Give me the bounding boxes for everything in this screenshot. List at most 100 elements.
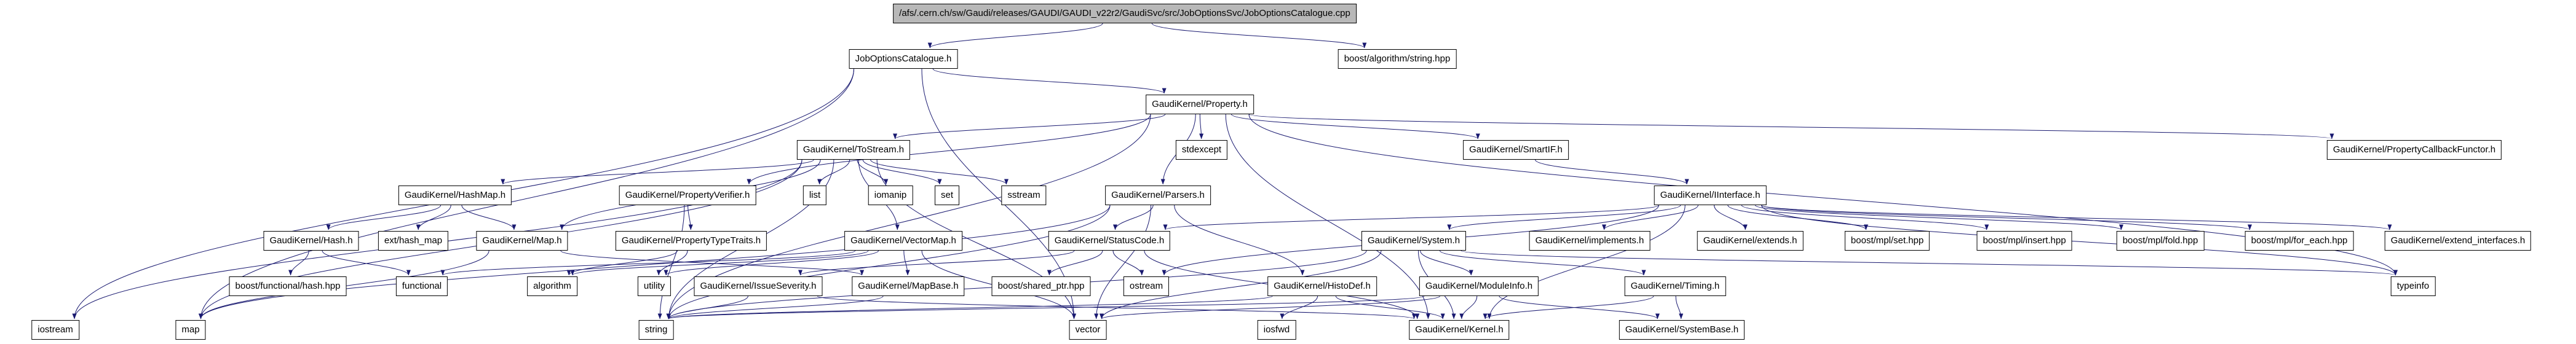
graph-node[interactable]: GaudiKernel/MapBase.h <box>852 276 965 296</box>
include-edge <box>1602 205 1698 230</box>
include-edge <box>1761 205 2392 230</box>
include-edge <box>1727 205 1868 230</box>
include-edge <box>667 205 1111 319</box>
graph-node[interactable]: map <box>175 320 206 340</box>
include-edge <box>1163 205 1659 230</box>
include-edge <box>1741 205 1989 230</box>
include-edge <box>1151 23 1367 49</box>
include-edge <box>1420 250 1473 276</box>
include-edge <box>656 250 688 276</box>
include-edge <box>1499 295 1660 319</box>
graph-node[interactable]: GaudiKernel/Kernel.h <box>1409 320 1510 340</box>
graph-node[interactable]: sstream <box>1001 186 1047 205</box>
graph-node[interactable]: GaudiKernel/extends.h <box>1697 231 1804 251</box>
graph-node[interactable]: GaudiKernel/HashMap.h <box>398 186 512 205</box>
include-edge <box>440 250 856 276</box>
graph-node[interactable]: typeinfo <box>2390 276 2436 296</box>
include-edge <box>664 250 879 276</box>
include-edge <box>326 205 442 230</box>
graph-node[interactable]: boost/mpl/set.hpp <box>1844 231 1930 251</box>
include-edge <box>657 205 685 319</box>
include-edge <box>1248 114 2398 276</box>
include-edge <box>199 205 1111 319</box>
graph-node[interactable]: boost/mpl/for_each.hpp <box>2245 231 2354 251</box>
graph-node[interactable]: GaudiKernel/implements.h <box>1529 231 1651 251</box>
graph-node[interactable]: GaudiKernel/ModuleInfo.h <box>1419 276 1539 296</box>
graph-node[interactable]: GaudiKernel/PropertyTypeTraits.h <box>615 231 767 251</box>
graph-node[interactable]: stdexcept <box>1175 140 1228 160</box>
graph-node[interactable]: GaudiKernel/System.h <box>1361 231 1467 251</box>
include-edge <box>566 250 678 276</box>
graph-node[interactable]: iomanip <box>868 186 913 205</box>
include-edge <box>1535 159 1689 185</box>
include-edge <box>1100 295 1440 319</box>
include-edge <box>1483 295 1654 319</box>
graph-node[interactable]: boost/mpl/fold.hpp <box>2116 231 2205 251</box>
graph-node[interactable]: GaudiKernel/IInterface.h <box>1654 186 1767 205</box>
include-edge <box>1094 205 1152 319</box>
include-edge <box>1460 250 2398 276</box>
include-edge <box>1174 205 1305 276</box>
graph-node[interactable]: utility <box>637 276 672 296</box>
include-edge <box>667 295 884 319</box>
include-edge <box>817 159 850 185</box>
include-edge <box>1675 295 1684 319</box>
graph-node[interactable]: GaudiKernel/IssueSeverity.h <box>694 276 823 296</box>
include-edge <box>870 159 1009 185</box>
include-edge <box>667 295 1425 319</box>
include-edge <box>857 159 889 185</box>
include-edge <box>666 295 748 319</box>
graph-node[interactable]: GaudiKernel/Property.h <box>1146 95 1254 114</box>
include-edge <box>570 250 869 276</box>
include-edge <box>1280 295 1318 319</box>
include-edge <box>927 23 1103 49</box>
include-edge <box>1487 205 1686 319</box>
graph-node[interactable]: GaudiKernel/StatusCode.h <box>1048 231 1171 251</box>
graph-node[interactable]: functional <box>395 276 448 296</box>
graph-node[interactable]: iosfwd <box>1257 320 1296 340</box>
include-edge <box>322 250 411 276</box>
graph-node[interactable]: ext/hash_map <box>378 231 449 251</box>
include-edge <box>1199 114 1204 139</box>
graph-node[interactable]: GaudiKernel/ToStream.h <box>796 140 911 160</box>
include-edge <box>1231 114 1480 139</box>
graph-node[interactable]: GaudiKernel/extend_interfaces.h <box>2384 231 2532 251</box>
graph-node[interactable]: string <box>638 320 674 340</box>
graph-node[interactable]: GaudiKernel/PropertyVerifier.h <box>619 186 756 205</box>
graph-node[interactable]: iostream <box>31 320 79 340</box>
graph-node[interactable]: boost/functional/hash.hpp <box>229 276 347 296</box>
include-edge <box>501 159 814 185</box>
graph-node[interactable]: vector <box>1069 320 1107 340</box>
graph-node[interactable]: GaudiKernel/HistoDef.h <box>1267 276 1377 296</box>
graph-node[interactable]: GaudiKernel/Parsers.h <box>1105 186 1211 205</box>
include-edge <box>1248 114 2334 139</box>
graph-node[interactable]: set <box>934 186 960 205</box>
graph-node[interactable]: boost/shared_ptr.hpp <box>991 276 1091 296</box>
include-edge <box>1440 250 1646 276</box>
graph-node[interactable]: boost/algorithm/string.hpp <box>1338 49 1457 69</box>
include-edge <box>1754 205 2123 230</box>
include-edge <box>1113 205 1154 230</box>
graph-node[interactable]: boost/mpl/insert.hpp <box>1976 231 2072 251</box>
include-edge <box>817 295 1416 319</box>
include-edge <box>932 68 1167 94</box>
include-edge <box>798 250 1075 276</box>
graph-node[interactable]: JobOptionsCatalogue.h <box>849 49 958 69</box>
include-edge <box>1112 250 1144 276</box>
graph-node[interactable]: GaudiKernel/Timing.h <box>1624 276 1726 296</box>
include-edge <box>1761 205 2252 230</box>
graph-node[interactable]: list <box>803 186 827 205</box>
graph-node[interactable]: GaudiKernel/VectorMap.h <box>844 231 962 251</box>
graph-node[interactable]: ostream <box>1123 276 1170 296</box>
graph-node-main-file: /afs/.cern.ch/sw/Gaudi/releases/GAUDI/GA… <box>893 4 1357 23</box>
graph-node[interactable]: GaudiKernel/SystemBase.h <box>1619 320 1745 340</box>
graph-node[interactable]: GaudiKernel/Map.h <box>476 231 568 251</box>
graph-node[interactable]: GaudiKernel/SmartIF.h <box>1463 140 1569 160</box>
graph-node[interactable]: GaudiKernel/Hash.h <box>263 231 359 251</box>
include-edge <box>688 205 693 230</box>
graph-node[interactable]: algorithm <box>527 276 577 296</box>
include-edge <box>862 159 942 185</box>
graph-node[interactable]: GaudiKernel/PropertyCallbackFunctor.h <box>2326 140 2502 160</box>
include-edge <box>461 205 517 230</box>
include-edge <box>893 114 1166 139</box>
